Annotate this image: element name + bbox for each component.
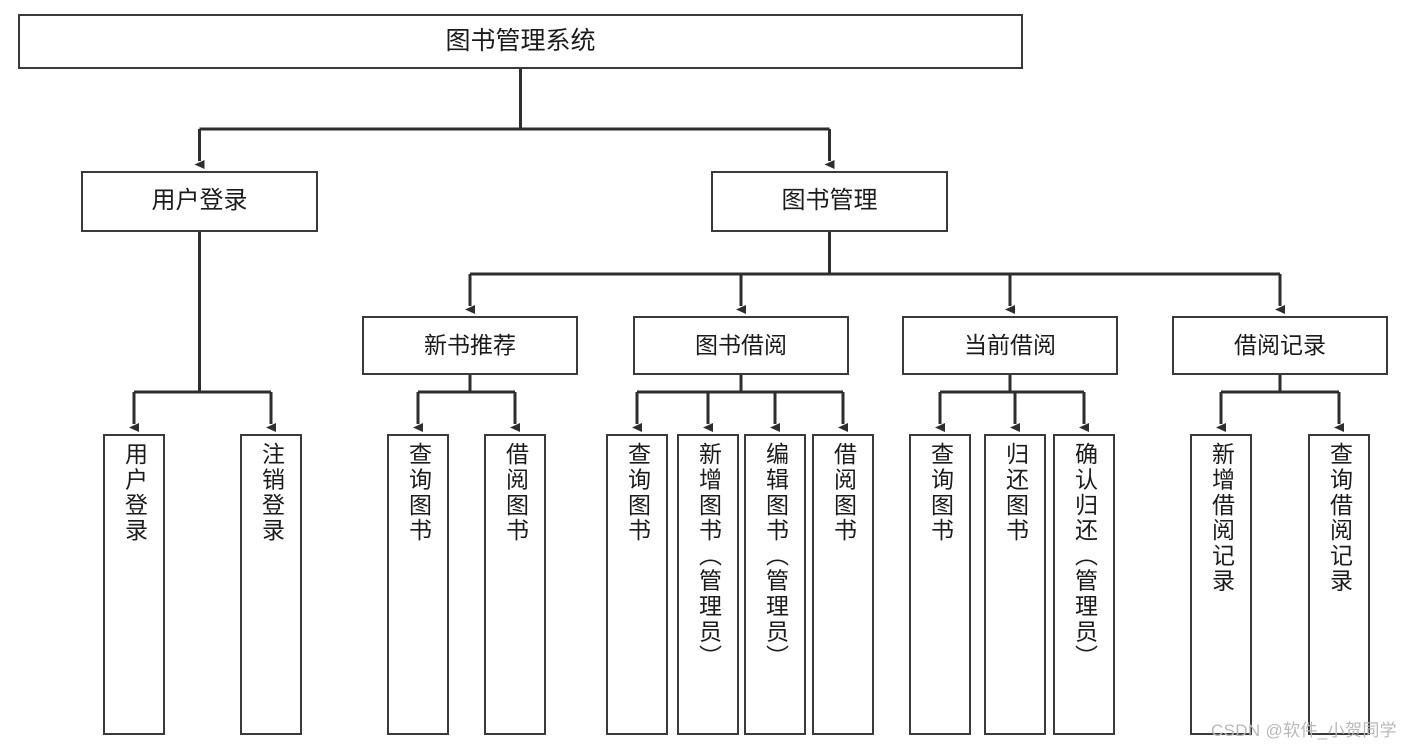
node-leaf-return-book[interactable]: 归还图书 [984,434,1046,735]
node-new-book-rec[interactable]: 新书推荐 [362,316,578,375]
node-label-book-borrow: 图书借阅 [695,331,787,358]
node-label-leaf-confirm-return: 确认归还（管理员） [1071,442,1098,670]
node-label-leaf-borrow-book-1: 借阅图书 [502,442,529,544]
node-label-leaf-query-book-2: 查询图书 [624,442,651,544]
node-leaf-confirm-return[interactable]: 确认归还（管理员） [1053,434,1115,735]
csdn-watermark: CSDN @软件_小贺同学 [1210,721,1397,740]
node-label-leaf-add-book: 新增图书（管理员） [695,442,722,670]
node-label-current-borrow: 当前借阅 [964,331,1056,358]
node-user-login[interactable]: 用户登录 [81,171,318,232]
node-label-leaf-query-book-3: 查询图书 [927,442,954,544]
node-leaf-query-book-3[interactable]: 查询图书 [909,434,971,735]
node-label-leaf-borrow-book-2: 借阅图书 [830,442,857,544]
node-label-book-manage: 图书管理 [781,187,878,215]
node-leaf-query-book-1[interactable]: 查询图书 [387,434,449,735]
node-label-new-book-rec: 新书推荐 [424,331,516,358]
node-leaf-user-logout[interactable]: 注销登录 [240,434,302,735]
node-current-borrow[interactable]: 当前借阅 [902,316,1118,375]
node-label-leaf-query-book-1: 查询图书 [405,442,432,544]
node-label-leaf-return-book: 归还图书 [1002,442,1029,544]
node-leaf-add-book[interactable]: 新增图书（管理员） [677,434,739,735]
node-label-borrow-record: 借阅记录 [1234,331,1326,358]
node-label-leaf-query-record: 查询借阅记录 [1326,442,1353,594]
node-leaf-query-book-2[interactable]: 查询图书 [606,434,668,735]
node-book-manage[interactable]: 图书管理 [711,171,948,232]
node-leaf-edit-book[interactable]: 编辑图书（管理员） [744,434,806,735]
node-leaf-borrow-book-2[interactable]: 借阅图书 [812,434,874,735]
node-leaf-user-login[interactable]: 用户登录 [103,434,165,735]
node-book-borrow[interactable]: 图书借阅 [633,316,849,375]
node-leaf-query-record[interactable]: 查询借阅记录 [1308,434,1370,735]
node-label-root: 图书管理系统 [445,26,596,55]
node-label-leaf-edit-book: 编辑图书（管理员） [762,442,789,670]
node-root[interactable]: 图书管理系统 [18,14,1023,69]
node-label-leaf-user-login: 用户登录 [121,442,148,544]
node-leaf-add-record[interactable]: 新增借阅记录 [1190,434,1252,735]
node-label-user-login: 用户登录 [151,187,248,215]
node-label-leaf-user-logout: 注销登录 [258,442,285,544]
node-borrow-record[interactable]: 借阅记录 [1172,316,1388,375]
node-leaf-borrow-book-1[interactable]: 借阅图书 [484,434,546,735]
node-label-leaf-add-record: 新增借阅记录 [1208,442,1235,594]
